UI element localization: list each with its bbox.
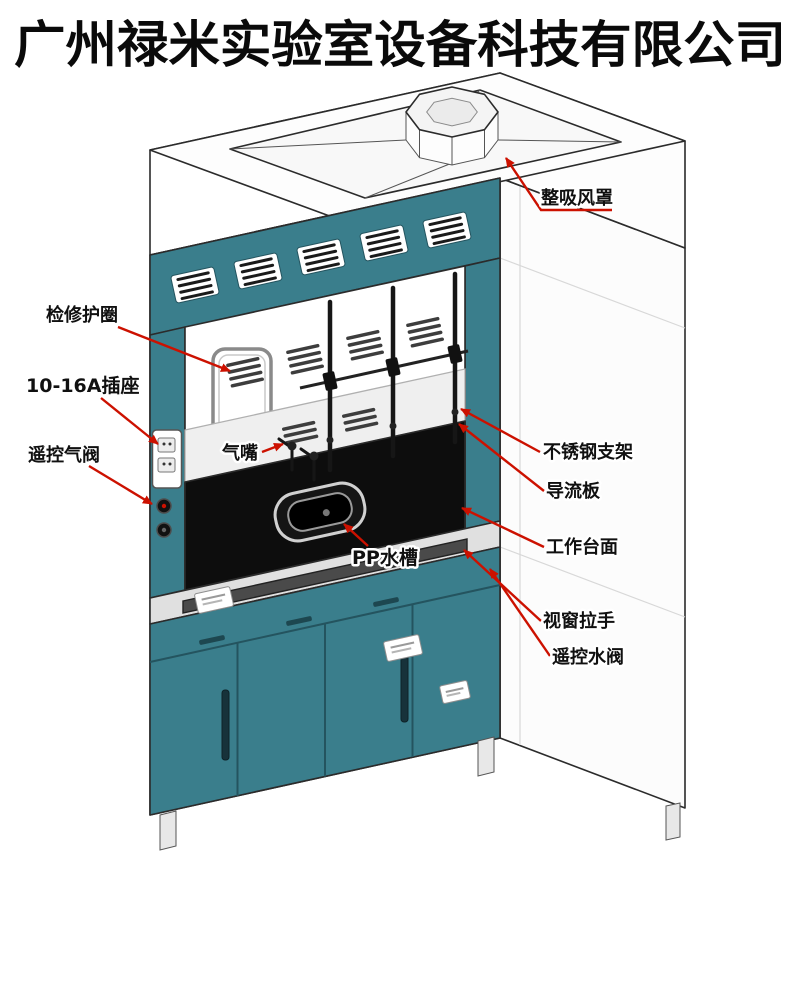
label-stainless-bracket: 不锈钢支架 <box>543 441 633 463</box>
vent-grille <box>170 266 220 304</box>
right-pillar <box>464 257 501 530</box>
door-handle <box>400 651 409 723</box>
baffle-grille <box>342 407 379 432</box>
back-grille <box>346 329 384 361</box>
gas-knob-dot <box>161 503 167 509</box>
label-service-ring: 检修护圈 <box>46 304 118 326</box>
arrow-exhaust-hood <box>505 157 612 212</box>
annotations: 整吸风罩 检修护圈 10-16A插座 遥控气阀 气嘴 PP水槽 不锈钢支架 导流… <box>24 157 636 671</box>
arrow-socket <box>100 397 159 445</box>
socket-pin <box>162 462 166 466</box>
power-socket <box>157 457 176 473</box>
label-socket: 10-16A插座 <box>26 374 139 397</box>
arrow-remote-gas-valve <box>88 464 153 506</box>
leg <box>477 736 495 777</box>
back-grille <box>226 356 264 388</box>
rod-outlet <box>389 422 397 430</box>
chamber-interior <box>184 265 469 591</box>
funnel-edge-right <box>497 139 622 143</box>
vent-grille <box>233 252 283 290</box>
base-cabinet <box>149 546 501 816</box>
back-grille <box>286 343 324 375</box>
leg <box>159 810 177 851</box>
arrow-gas-nozzle <box>261 442 284 454</box>
drawer-handle <box>373 597 399 607</box>
arrow-baffle <box>458 423 545 492</box>
right-side-upper-seam <box>499 257 686 329</box>
socket-pin <box>162 442 166 446</box>
rod-outlet <box>326 436 334 444</box>
hood-canopy <box>149 72 686 256</box>
pp-sink <box>273 481 367 543</box>
arrow-remote-water-valve <box>489 568 551 657</box>
label-remote-gas-valve: 遥控气阀 <box>28 444 100 466</box>
back-grille <box>406 316 444 348</box>
vent-grille <box>359 224 409 262</box>
company-title: 广州禄米实验室设备科技有限公司 <box>14 16 786 74</box>
rod-outlet <box>451 408 459 416</box>
label-plate <box>194 586 234 614</box>
power-socket <box>157 437 176 453</box>
label-remote-water-valve: 遥控水阀 <box>552 646 624 668</box>
hood-front <box>149 177 681 851</box>
right-side-seam <box>499 546 686 618</box>
vent-grille <box>422 211 472 249</box>
gas-knob-dot <box>161 527 167 533</box>
socket-pin <box>168 442 172 446</box>
gas-nozzles <box>277 437 319 482</box>
door-handle <box>221 689 230 761</box>
label-sash-handle: 视窗拉手 <box>543 610 615 632</box>
exhaust-duct-collar <box>405 86 499 166</box>
funnel-edge-left <box>229 139 407 150</box>
label-plate <box>439 680 471 704</box>
label-exhaust-hood: 整吸风罩 <box>540 187 613 209</box>
label-worktop: 工作台面 <box>546 536 618 558</box>
vent-grille <box>296 238 346 276</box>
stainless-rack <box>299 271 469 473</box>
control-panel <box>151 429 183 538</box>
gas-nozzle-2-valve <box>309 451 319 461</box>
label-gas-nozzle: 气嘴 <box>221 442 258 464</box>
gas-nozzle-1-valve <box>287 441 297 451</box>
rack-clamps <box>322 344 463 391</box>
socket-pin <box>168 462 172 466</box>
arrow-worktop <box>461 506 545 549</box>
arrow-pp-sink <box>343 523 369 547</box>
vent-grilles <box>170 211 472 304</box>
funnel-edge-front <box>364 162 453 199</box>
label-plate <box>383 634 423 662</box>
label-baffle: 导流板 <box>546 480 601 502</box>
leg <box>665 802 681 841</box>
label-pp-sink: PP水槽 <box>352 546 418 569</box>
arrow-service-ring <box>117 325 231 373</box>
drawer-handle <box>199 635 225 645</box>
sink-drain <box>322 509 330 517</box>
drawer-handle <box>286 616 312 626</box>
cabinet-legs <box>159 736 681 851</box>
duct-opening <box>426 97 478 127</box>
back-wall-grilles <box>226 316 444 388</box>
arrow-stainless-bracket <box>460 407 541 454</box>
